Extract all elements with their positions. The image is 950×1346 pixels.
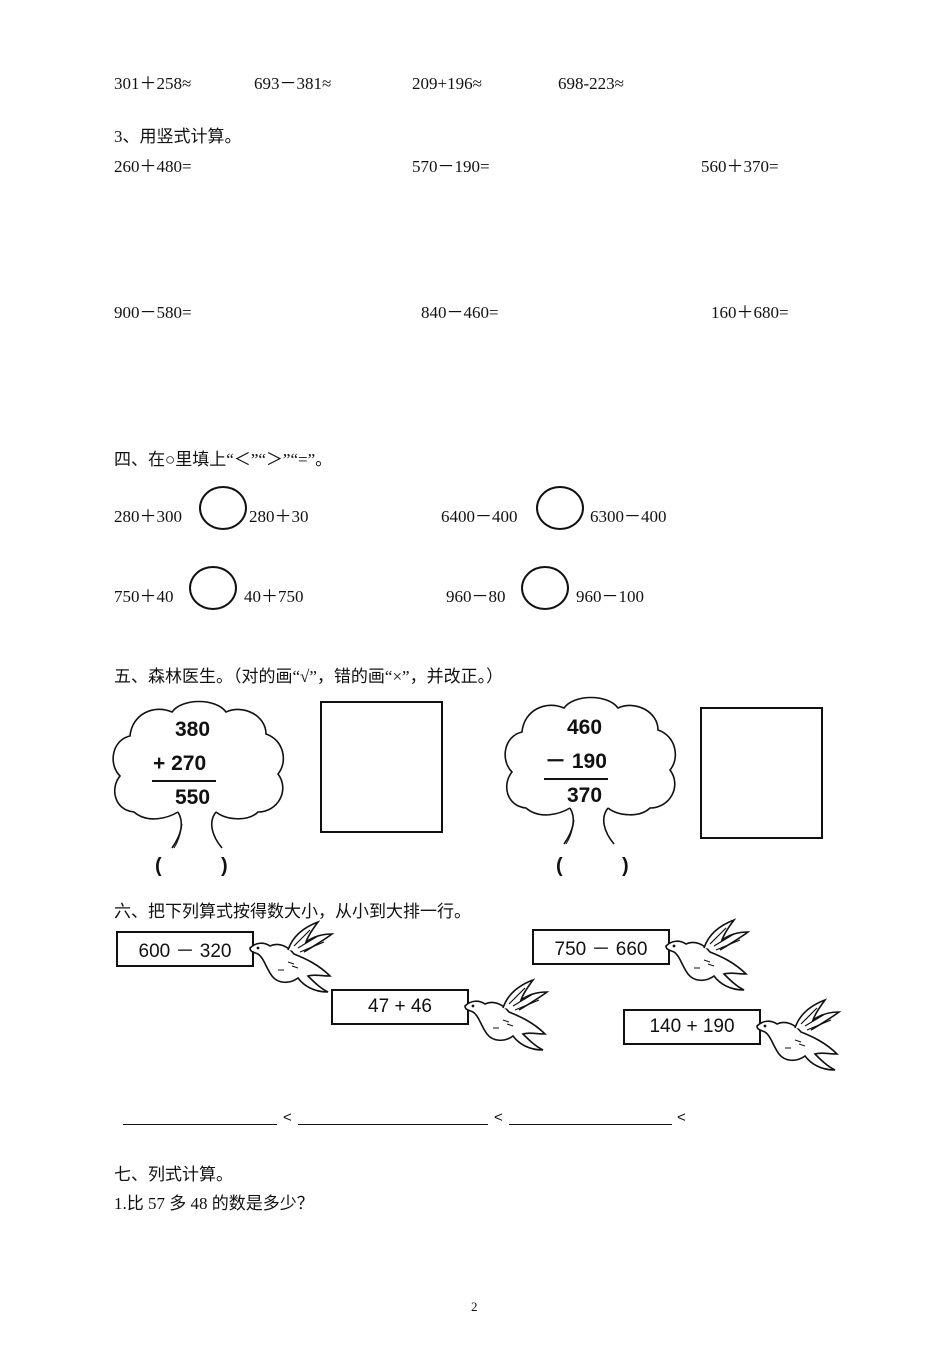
compare-right: 280＋30 <box>249 507 309 526</box>
section-4-title: 四、在○里填上“＜”“＞”“=”。 <box>114 450 333 469</box>
estimate-item: 693－381≈ <box>254 74 332 93</box>
tree-number: 370 <box>567 784 603 807</box>
compare-right: 6300－400 <box>590 507 667 526</box>
dove-icon <box>464 978 550 1051</box>
expression-card: 47 + 46 <box>331 989 469 1025</box>
vertical-calc-item: 570－190= <box>412 157 490 176</box>
expression-card: 750 － 660 <box>532 929 670 965</box>
answer-blank[interactable] <box>298 1124 488 1125</box>
estimate-item: 301＋258≈ <box>114 74 192 93</box>
compare-circle[interactable] <box>199 486 247 530</box>
vertical-calc-item: 560＋370= <box>701 157 779 176</box>
less-than-sign: < <box>494 1109 503 1126</box>
section-7-title: 七、列式计算。 <box>114 1165 233 1184</box>
calc-line <box>152 780 216 782</box>
tree-icon <box>112 700 285 849</box>
vertical-calc-item: 160＋680= <box>711 303 789 322</box>
compare-right: 960－100 <box>576 587 644 606</box>
answer-paren-open: ( <box>155 855 162 877</box>
correction-box[interactable] <box>320 701 443 833</box>
section-6-title: 六、把下列算式按得数大小，从小到大排一行。 <box>114 902 471 921</box>
vertical-calc-item: 900－580= <box>114 303 192 322</box>
expression-card: 140 + 190 <box>623 1009 761 1045</box>
word-problem-1: 1.比 57 多 48 的数是多少？ <box>114 1194 314 1213</box>
less-than-sign: < <box>283 1109 292 1126</box>
answer-paren-open: ( <box>556 855 563 877</box>
expression-card: 600 － 320 <box>116 931 254 967</box>
page-number: 2 <box>471 1299 478 1314</box>
section-5-title: 五、森林医生。（对的画“√”，错的画“×”，并改正。） <box>114 667 504 686</box>
dove-icon <box>249 920 335 993</box>
tree-number: 550 <box>175 786 211 809</box>
compare-left: 280＋300 <box>114 507 182 526</box>
compare-right: 40＋750 <box>244 587 304 606</box>
answer-blank[interactable] <box>123 1124 277 1125</box>
compare-left: 750＋40 <box>114 587 174 606</box>
dove-icon <box>756 998 842 1071</box>
calc-line <box>544 778 608 780</box>
answer-blank[interactable] <box>509 1124 672 1125</box>
answer-paren-close: ) <box>221 855 228 877</box>
correction-box[interactable] <box>700 707 823 839</box>
tree-number: 380 <box>175 718 211 741</box>
tree-number: － 190 <box>545 750 607 773</box>
tree-number: 460 <box>567 716 603 739</box>
vertical-calc-item: 260＋480= <box>114 157 192 176</box>
section-3-title: 3、用竖式计算。 <box>114 127 242 146</box>
compare-circle[interactable] <box>189 566 237 610</box>
estimate-item: 698-223≈ <box>558 74 624 93</box>
tree-icon <box>504 696 677 845</box>
compare-left: 6400－400 <box>441 507 518 526</box>
vertical-calc-item: 840－460= <box>421 303 499 322</box>
compare-circle[interactable] <box>521 566 569 610</box>
estimate-item: 209+196≈ <box>412 74 482 93</box>
answer-paren-close: ) <box>622 855 629 877</box>
tree-number: + 270 <box>153 752 207 775</box>
compare-circle[interactable] <box>536 486 584 530</box>
dove-icon <box>665 918 751 991</box>
less-than-sign: < <box>677 1109 686 1126</box>
compare-left: 960－80 <box>446 587 506 606</box>
